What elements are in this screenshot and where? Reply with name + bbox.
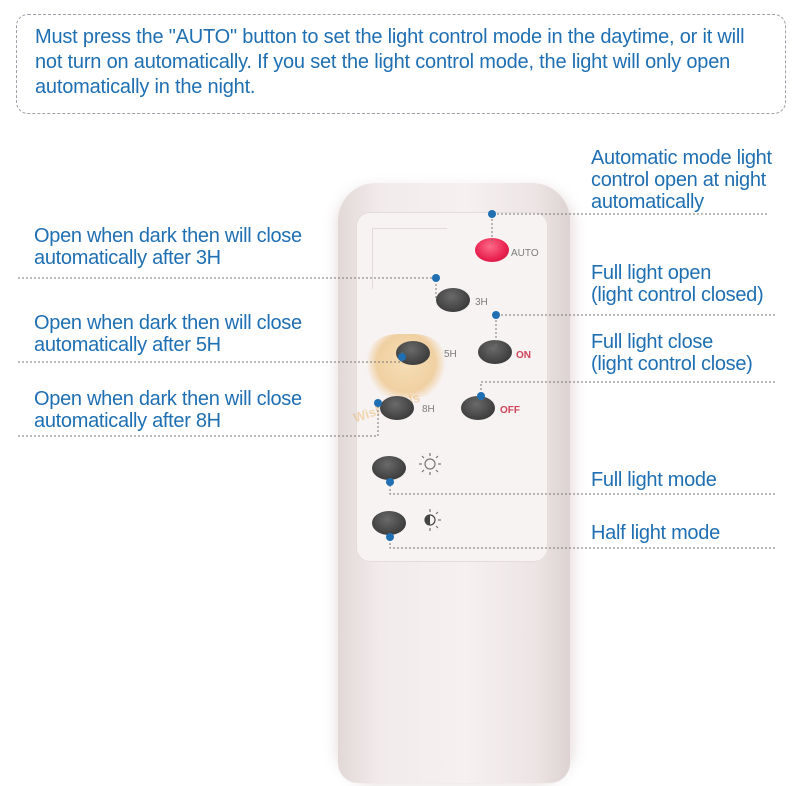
leader-half-light — [389, 534, 775, 549]
label-off-line2: (light control close) — [591, 353, 753, 375]
label-8h-line1: Open when dark then will close — [34, 388, 302, 410]
leader-auto — [491, 213, 767, 244]
leader-on — [495, 314, 775, 348]
5h-button-label: 5H — [444, 349, 457, 360]
dot-3h — [432, 274, 440, 282]
label-full-light: Full light mode — [591, 469, 717, 491]
label-on: Full light open (light control closed) — [591, 262, 764, 306]
label-auto: Automatic mode light control open at nig… — [591, 147, 772, 213]
label-half-light: Half light mode — [591, 522, 720, 544]
sun-icon — [419, 453, 441, 475]
label-5h-line2: automatically after 5H — [34, 334, 221, 356]
off-button-label: OFF — [500, 405, 520, 416]
leader-3h — [18, 277, 437, 298]
remote-panel — [356, 212, 548, 562]
on-button-label: ON — [516, 350, 531, 361]
leader-off — [480, 381, 775, 400]
half-light-button[interactable] — [372, 511, 406, 535]
label-full-light-line1: Full light mode — [591, 469, 717, 491]
3h-button-label: 3H — [475, 297, 488, 308]
auto-button[interactable] — [475, 238, 509, 262]
leader-8h — [18, 406, 379, 437]
off-button[interactable] — [461, 396, 495, 420]
dot-auto — [488, 210, 496, 218]
half-moon-icon — [424, 509, 441, 531]
dot-half-light — [386, 533, 394, 541]
remote-panel-slot — [372, 228, 447, 289]
label-5h: Open when dark then will close automatic… — [34, 312, 302, 356]
on-button[interactable] — [478, 340, 512, 364]
label-off: Full light close (light control close) — [591, 331, 753, 375]
label-auto-line1: Automatic mode light — [591, 147, 772, 169]
label-8h-line2: automatically after 8H — [34, 410, 221, 432]
label-on-line1: Full light open — [591, 262, 712, 284]
dot-on — [492, 311, 500, 319]
label-off-line1: Full light close — [591, 331, 713, 353]
label-on-line2: (light control closed) — [591, 284, 764, 306]
label-5h-line1: Open when dark then will close — [34, 312, 302, 334]
leader-full-light — [389, 478, 775, 495]
dot-full-light — [386, 478, 394, 486]
notice-box: Must press the "AUTO" button to set the … — [16, 14, 786, 114]
label-auto-line2: control open at night — [591, 169, 766, 191]
8h-button[interactable] — [380, 396, 414, 420]
dot-5h — [398, 353, 406, 361]
label-3h-line1: Open when dark then will close — [34, 225, 302, 247]
3h-button[interactable] — [436, 288, 470, 312]
label-8h: Open when dark then will close automatic… — [34, 388, 302, 432]
label-3h: Open when dark then will close automatic… — [34, 225, 302, 269]
auto-button-label: AUTO — [511, 248, 539, 259]
label-auto-line3: automatically — [591, 191, 704, 213]
dot-8h — [374, 399, 382, 407]
full-light-button[interactable] — [372, 456, 406, 480]
label-3h-line2: automatically after 3H — [34, 247, 221, 269]
8h-button-label: 8H — [422, 404, 435, 415]
dot-off — [477, 392, 485, 400]
leader-5h — [18, 352, 403, 363]
label-half-light-line1: Half light mode — [591, 522, 720, 544]
notice-text: Must press the "AUTO" button to set the … — [35, 26, 745, 98]
